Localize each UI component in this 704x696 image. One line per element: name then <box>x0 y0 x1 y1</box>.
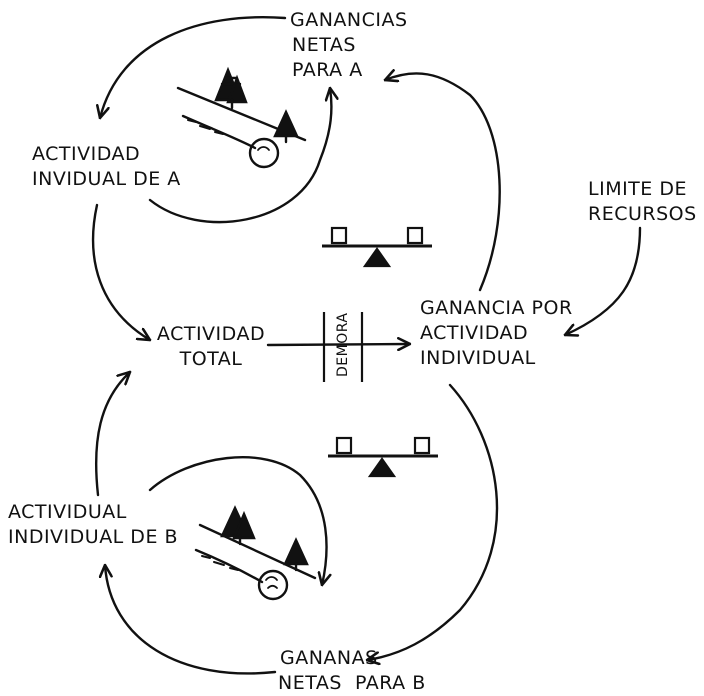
arrow-actividad-a-to-ganancias-a <box>148 88 331 224</box>
node-label-line: NETAS PARA B <box>278 672 426 694</box>
node-label-line: ACTIVIDAD <box>32 143 141 165</box>
node-ganancia-por-actividad: GANANCIA POR ACTIVIDAD INDIVIDUAL <box>420 296 573 371</box>
arrow-ganancias-a-to-actividad-a <box>100 16 287 118</box>
node-label-line: LIMITE DE <box>588 178 687 200</box>
node-label-line: RECURSOS <box>588 203 697 225</box>
arrow-total-to-ganancia-por <box>266 344 410 345</box>
node-label-line: INVIDUAL DE A <box>32 168 181 190</box>
arrow-ganancia-por-to-ganancias-a <box>385 73 501 292</box>
snowball-on-hill-icon <box>194 505 317 601</box>
node-label-line: ACTIVIDAD <box>156 323 266 345</box>
node-gananas-netas-b: GANANAS NETAS PARA B <box>278 646 426 696</box>
arrow-actividad-a-to-total <box>91 203 150 340</box>
node-label-line: GANANAS <box>280 647 378 669</box>
node-label-line: NETAS <box>292 34 356 56</box>
arrow-actividad-b-to-gananas-b <box>148 456 327 585</box>
arrow-ganancia-por-to-gananas-b <box>367 383 499 660</box>
node-actividad-b: ACTIVIDUAL INDIVIDUAL DE B <box>8 500 178 550</box>
delay-marker <box>322 312 364 382</box>
snowball-on-hill-icon <box>176 66 307 169</box>
seesaw-balance-icon <box>322 226 432 268</box>
arrow-actividad-b-to-total <box>95 372 130 497</box>
node-label-line: ACTIVIDUAL <box>8 501 127 523</box>
node-label-line: PARA A <box>292 59 363 81</box>
node-label-line: INDIVIDUAL <box>420 347 536 369</box>
node-label-line: TOTAL <box>179 348 243 370</box>
node-label-line: INDIVIDUAL DE B <box>8 526 179 548</box>
arrow-gananas-b-to-actividad-b <box>105 565 277 675</box>
seesaw-balance-icon <box>328 436 438 478</box>
node-actividad-a: ACTIVIDAD INVIDUAL DE A <box>32 142 181 192</box>
arrow-limite-to-ganancia-por <box>565 226 642 335</box>
node-limite-recursos: LIMITE DE RECURSOS <box>588 177 697 227</box>
delay-label: DEMORA <box>335 312 351 377</box>
node-label-line: GANANCIAS <box>290 9 408 31</box>
node-ganancias-netas-a: GANANCIAS NETAS PARA A <box>290 8 408 83</box>
node-actividad-total: ACTIVIDAD TOTAL <box>155 322 267 372</box>
node-label-line: ACTIVIDAD <box>420 322 529 344</box>
node-label-line: GANANCIA POR <box>420 297 573 319</box>
